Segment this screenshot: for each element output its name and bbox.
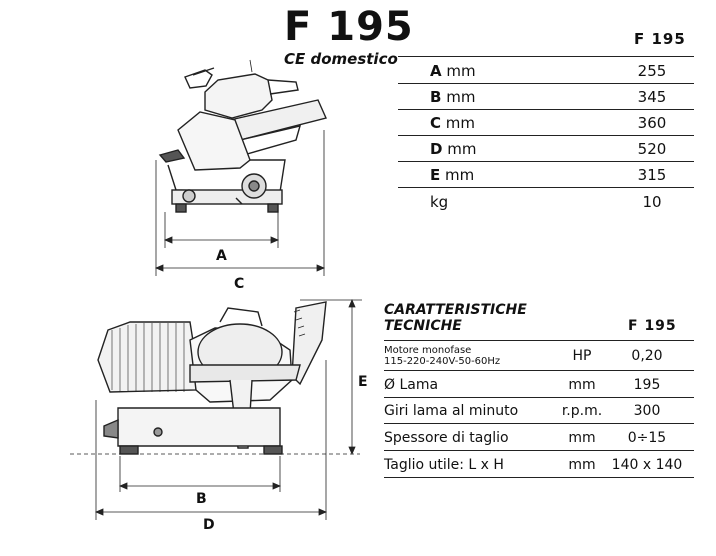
dimension-label-b: B: [196, 491, 207, 507]
features-title-line1: CARATTERISTICHE: [384, 302, 527, 318]
features-model-header: F 195: [628, 318, 677, 334]
top-view-drawing: [158, 59, 327, 213]
table-divider: [398, 135, 694, 136]
bottom-view-drawing: [97, 301, 327, 455]
feature-value: 0÷15: [627, 430, 667, 446]
dimension-label-e: E: [358, 374, 368, 390]
feature-label: Ø Lama: [384, 377, 439, 393]
table-divider: [398, 161, 694, 162]
slicer-technical-drawing: A C B D E: [70, 59, 368, 533]
dimension-label-d: D: [203, 517, 215, 533]
dimension-label: D mm: [430, 140, 477, 158]
dimension-value: 345: [637, 88, 667, 106]
bottom-dimension-lines: [70, 298, 362, 520]
dimensions-model-header: F 195: [634, 30, 686, 48]
top-dimension-lines: [154, 130, 326, 276]
table-divider: [384, 340, 694, 341]
feature-unit: HP: [572, 348, 592, 364]
dimension-label-c: C: [234, 276, 244, 292]
features-title: CARATTERISTICHE TECNICHE: [384, 302, 527, 334]
dimension-value: 10: [642, 193, 662, 211]
dimension-label: B mm: [430, 88, 476, 106]
feature-value: 300: [633, 403, 661, 419]
table-divider: [398, 109, 694, 110]
table-divider: [384, 370, 694, 371]
dimension-value: 520: [637, 140, 667, 158]
dimension-label: A mm: [430, 62, 476, 80]
feature-value: 140 x 140: [611, 457, 683, 473]
page-title: F 195: [284, 4, 414, 50]
feature-label: Motore monofase 115-220-240V-50-60Hz: [384, 345, 501, 367]
feature-value: 0,20: [631, 348, 663, 364]
table-divider: [384, 423, 694, 424]
table-divider: [384, 477, 694, 478]
dimension-label: C mm: [430, 114, 476, 132]
feature-label: Giri lama al minuto: [384, 403, 519, 419]
dimension-label: kg: [430, 193, 449, 211]
feature-label: Taglio utile: L x H: [384, 457, 504, 473]
feature-unit: mm: [568, 377, 596, 393]
dimension-label-a: A: [216, 248, 227, 264]
table-divider: [398, 56, 694, 57]
page-subtitle: CE domestico: [284, 50, 398, 68]
feature-value: 195: [633, 377, 661, 393]
dimension-value: 360: [637, 114, 667, 132]
table-divider: [398, 187, 694, 188]
table-divider: [384, 450, 694, 451]
table-divider: [384, 397, 694, 398]
features-title-line2: TECNICHE: [384, 318, 462, 334]
feature-unit: mm: [568, 430, 596, 446]
feature-unit: mm: [568, 457, 596, 473]
dimension-label: E mm: [430, 166, 475, 184]
dimension-value: 315: [637, 166, 667, 184]
feature-label: Spessore di taglio: [384, 430, 509, 446]
table-divider: [398, 83, 694, 84]
dimension-value: 255: [637, 62, 667, 80]
feature-unit: r.p.m.: [561, 403, 603, 419]
